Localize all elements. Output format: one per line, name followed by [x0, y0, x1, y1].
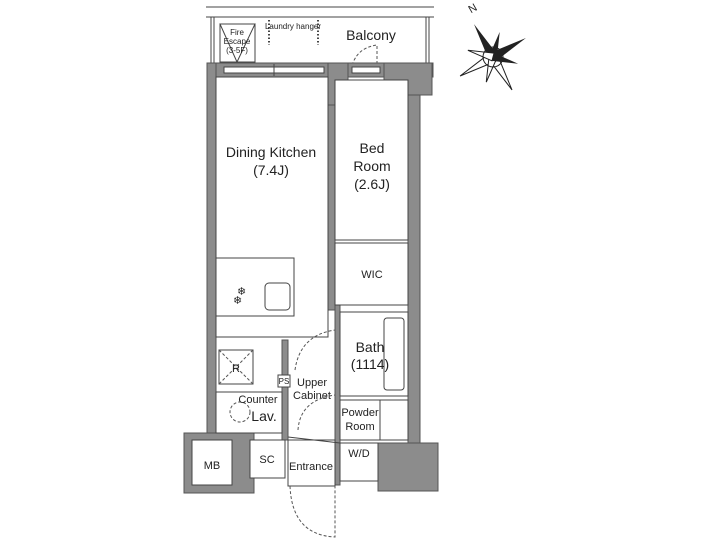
wic-label: WIC	[361, 269, 382, 281]
bed-room-label: Bed	[360, 140, 385, 156]
sc-label: SC	[259, 454, 274, 466]
powder-room-label: Powder	[341, 407, 379, 419]
powder-room-label: Room	[345, 421, 374, 433]
upper-cabinet-label: Upper	[297, 377, 327, 389]
sink-icon	[264, 282, 291, 311]
fire-escape-label: (3-5F)	[226, 46, 248, 55]
lavatory	[215, 391, 283, 434]
stove-icon: ❄	[233, 295, 242, 307]
washer-dryer	[339, 442, 379, 482]
balcony: Fire Escape (3-5F) Laundry hanger Balcon…	[206, 6, 434, 71]
wd-label: W/D	[348, 448, 369, 460]
kitchen-counter	[215, 257, 295, 317]
bed-room-label: Room	[353, 158, 390, 174]
wic	[334, 242, 409, 306]
lav-label: Lav.	[251, 408, 276, 424]
door-swing	[294, 329, 336, 371]
bed-room	[334, 79, 409, 241]
mb	[191, 439, 233, 486]
bath-label: Bath	[356, 339, 385, 355]
dining-kitchen-label: Dining Kitchen	[226, 144, 316, 160]
compass-icon	[459, 24, 526, 91]
balcony-label: Balcony	[346, 27, 396, 43]
dining-kitchen-size: (7.4J)	[253, 162, 289, 178]
fire-escape-label: Fire	[230, 28, 244, 37]
bathtub-icon	[383, 317, 405, 391]
ps	[277, 374, 291, 388]
sc	[249, 439, 286, 479]
fire-escape-label: Escape	[224, 37, 251, 46]
window	[351, 66, 381, 74]
upper-cabinet-label: Cabinet	[293, 390, 331, 402]
bath	[339, 311, 409, 397]
compass-north-label: N	[467, 2, 480, 16]
mb-label: MB	[204, 460, 221, 472]
entrance[interactable]	[287, 439, 336, 487]
entrance-label: Entrance	[289, 461, 333, 473]
stove-icon: ❄	[237, 286, 246, 298]
bath-size: (1114)	[351, 356, 389, 372]
refrigerator-label: R	[232, 363, 240, 375]
bed-room-size: (2.6J)	[354, 176, 390, 192]
door-swing	[297, 394, 336, 431]
washbasin	[379, 399, 409, 441]
powder-room	[339, 399, 381, 441]
laundry-hanger-label: Laundry hanger	[265, 22, 321, 31]
counter-label: Counter	[238, 394, 277, 406]
balcony-door	[350, 44, 378, 71]
entrance-door[interactable]	[289, 485, 336, 538]
ps-label: PS	[279, 377, 290, 386]
toilet-icon	[229, 401, 251, 423]
